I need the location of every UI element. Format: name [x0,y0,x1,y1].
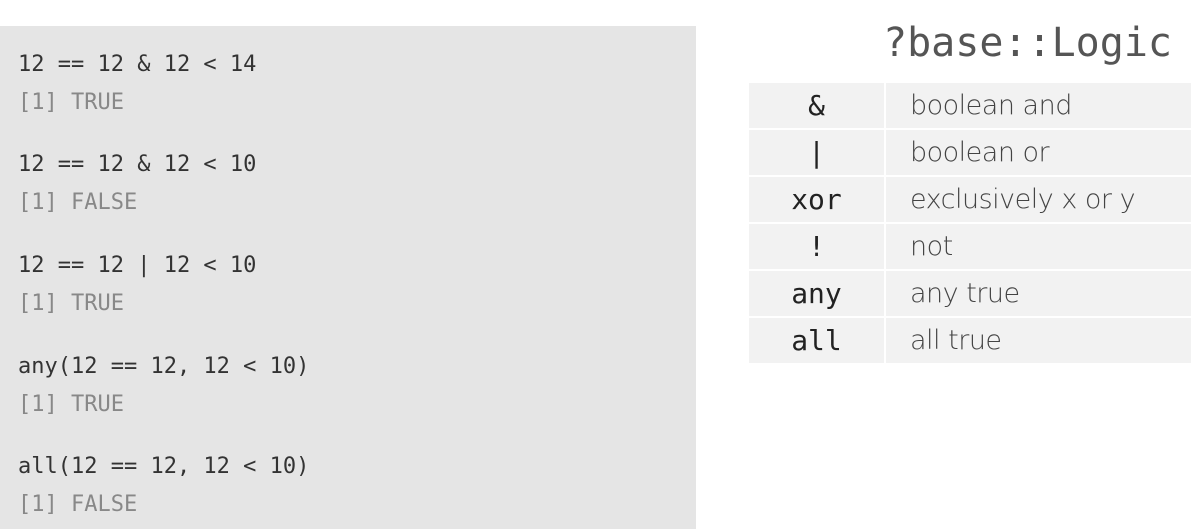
code-example: 12 == 12 | 12 < 10 [1] TRUE [18,247,256,323]
operator-cell: ! [749,224,886,269]
table-row: & boolean and [749,83,1191,128]
operator-cell: all [749,318,886,363]
output-line: [1] FALSE [18,492,138,517]
operator-cell: xor [749,177,886,222]
operator-cell: & [749,83,886,128]
code-line: 12 == 12 & 12 < 10 [18,152,257,177]
description-cell: not [886,224,1191,269]
table-row: ! not [749,224,1191,269]
description-cell: exclusively x or y [886,177,1191,222]
table-row: all all true [749,318,1191,363]
code-line: 12 == 12 & 12 < 14 [18,52,257,77]
code-line: all(12 == 12, 12 < 10) [18,454,310,479]
output-line: [1] TRUE [18,392,124,417]
table-row: xor exclusively x or y [749,177,1191,222]
description-cell: any true [886,271,1191,316]
code-example: 12 == 12 & 12 < 10 [1] FALSE [18,146,256,222]
code-example: any(12 == 12, 12 < 10) [1] TRUE [18,348,309,424]
operator-cell: any [749,271,886,316]
description-cell: all true [886,318,1191,363]
operator-cell: | [749,130,886,175]
code-example: 12 == 12 & 12 < 14 [1] TRUE [18,46,256,122]
code-line: any(12 == 12, 12 < 10) [18,354,310,379]
code-line: 12 == 12 | 12 < 10 [18,253,257,278]
output-line: [1] TRUE [18,90,124,115]
logic-operators-table: & boolean and | boolean or xor exclusive… [749,81,1191,365]
output-line: [1] FALSE [18,190,138,215]
code-example: all(12 == 12, 12 < 10) [1] FALSE [18,448,309,524]
description-cell: boolean or [886,130,1191,175]
code-panel: 12 == 12 & 12 < 14 [1] TRUE 12 == 12 & 1… [0,26,696,529]
page-title: ?base::Logic [883,20,1172,66]
output-line: [1] TRUE [18,291,124,316]
table-row: | boolean or [749,130,1191,175]
table-row: any any true [749,271,1191,316]
description-cell: boolean and [886,83,1191,128]
